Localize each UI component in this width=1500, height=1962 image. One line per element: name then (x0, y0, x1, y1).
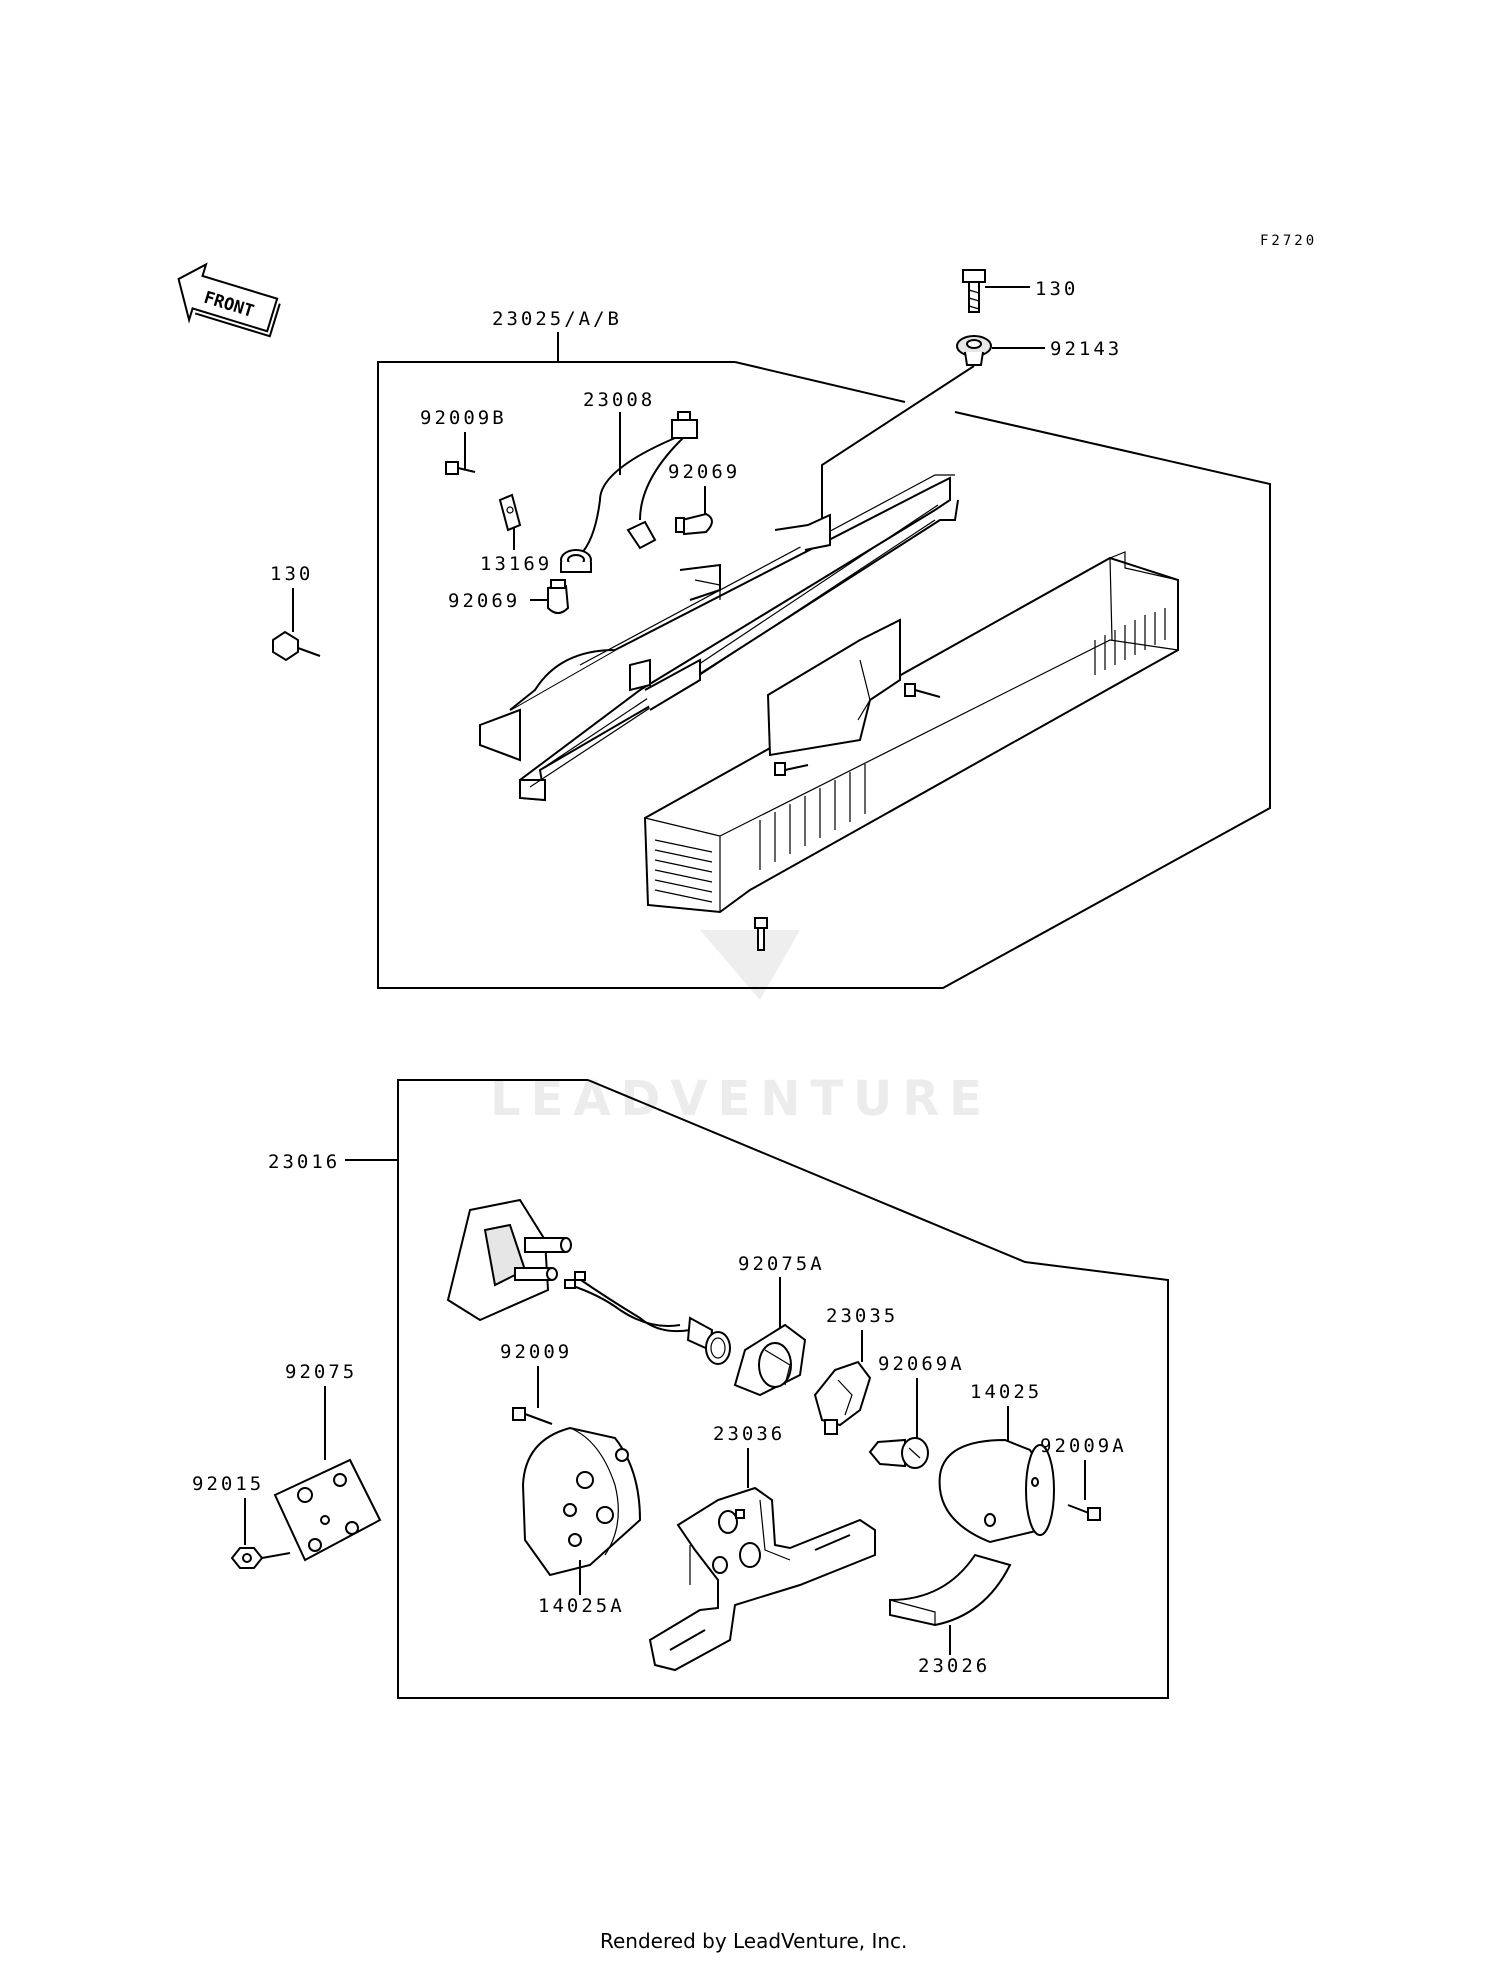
housing-14025A (521, 1426, 642, 1577)
label-23008: 23008 (583, 389, 655, 411)
band-23026 (889, 1553, 1012, 1627)
nut-92015 (230, 1547, 264, 1569)
label-130-top: 130 (1035, 278, 1078, 300)
license-light-assembly-frame (397, 1079, 1169, 1699)
lens-screws (754, 683, 941, 951)
label-92009A: 92009A (1040, 1435, 1127, 1457)
label-92075: 92075 (285, 1361, 357, 1383)
label-23035: 23035 (826, 1305, 898, 1327)
footer-credit: Rendered by LeadVenture, Inc. (600, 1929, 907, 1953)
bolt-130-top (962, 269, 986, 313)
label-92075A: 92075A (738, 1253, 825, 1275)
label-14025: 14025 (970, 1381, 1042, 1403)
label-92069A: 92069A (878, 1353, 965, 1375)
collar-92143 (956, 335, 992, 366)
plate-13169 (498, 493, 522, 532)
lens-14025 (938, 1438, 1055, 1544)
screw-92009B (445, 461, 476, 475)
tail-light-housing (479, 474, 959, 802)
label-23025: 23025/A/B (492, 308, 622, 330)
grommet-92075A (733, 1323, 807, 1397)
license-light-cover (446, 1198, 572, 1322)
bulb-92069-lower (547, 579, 570, 614)
front-arrow-icon: FRONT (177, 262, 281, 338)
label-130-left: 130 (270, 563, 313, 585)
clip-23035 (813, 1360, 872, 1435)
bulb-92069-upper (675, 512, 713, 536)
bulb-92069A (868, 1437, 929, 1469)
label-92015: 92015 (192, 1473, 264, 1495)
bracket-23036 (648, 1486, 876, 1672)
plate-92075 (273, 1458, 382, 1562)
label-23036: 23036 (713, 1423, 785, 1445)
tail-light-lens (643, 551, 1179, 914)
label-14025A: 14025A (538, 1595, 625, 1617)
label-23026: 23026 (918, 1655, 990, 1677)
screw-92009 (512, 1407, 553, 1425)
label-13169: 13169 (480, 553, 552, 575)
watermark: LEADVENTURE (490, 930, 982, 1127)
label-92009B: 92009B (420, 407, 507, 429)
figure-code: F2720 (1260, 233, 1317, 249)
label-23016: 23016 (268, 1151, 340, 1173)
label-92069-upper: 92069 (668, 461, 740, 483)
label-92009: 92009 (500, 1341, 572, 1363)
socket-wiring (564, 1271, 731, 1365)
tail-light-assembly-frame (377, 361, 1271, 989)
bolt-130-left (272, 630, 321, 662)
screw-92009A (1067, 1504, 1101, 1521)
label-92143: 92143 (1050, 338, 1122, 360)
wiring-harness-23008 (560, 411, 698, 573)
label-92069-lower: 92069 (448, 590, 520, 612)
